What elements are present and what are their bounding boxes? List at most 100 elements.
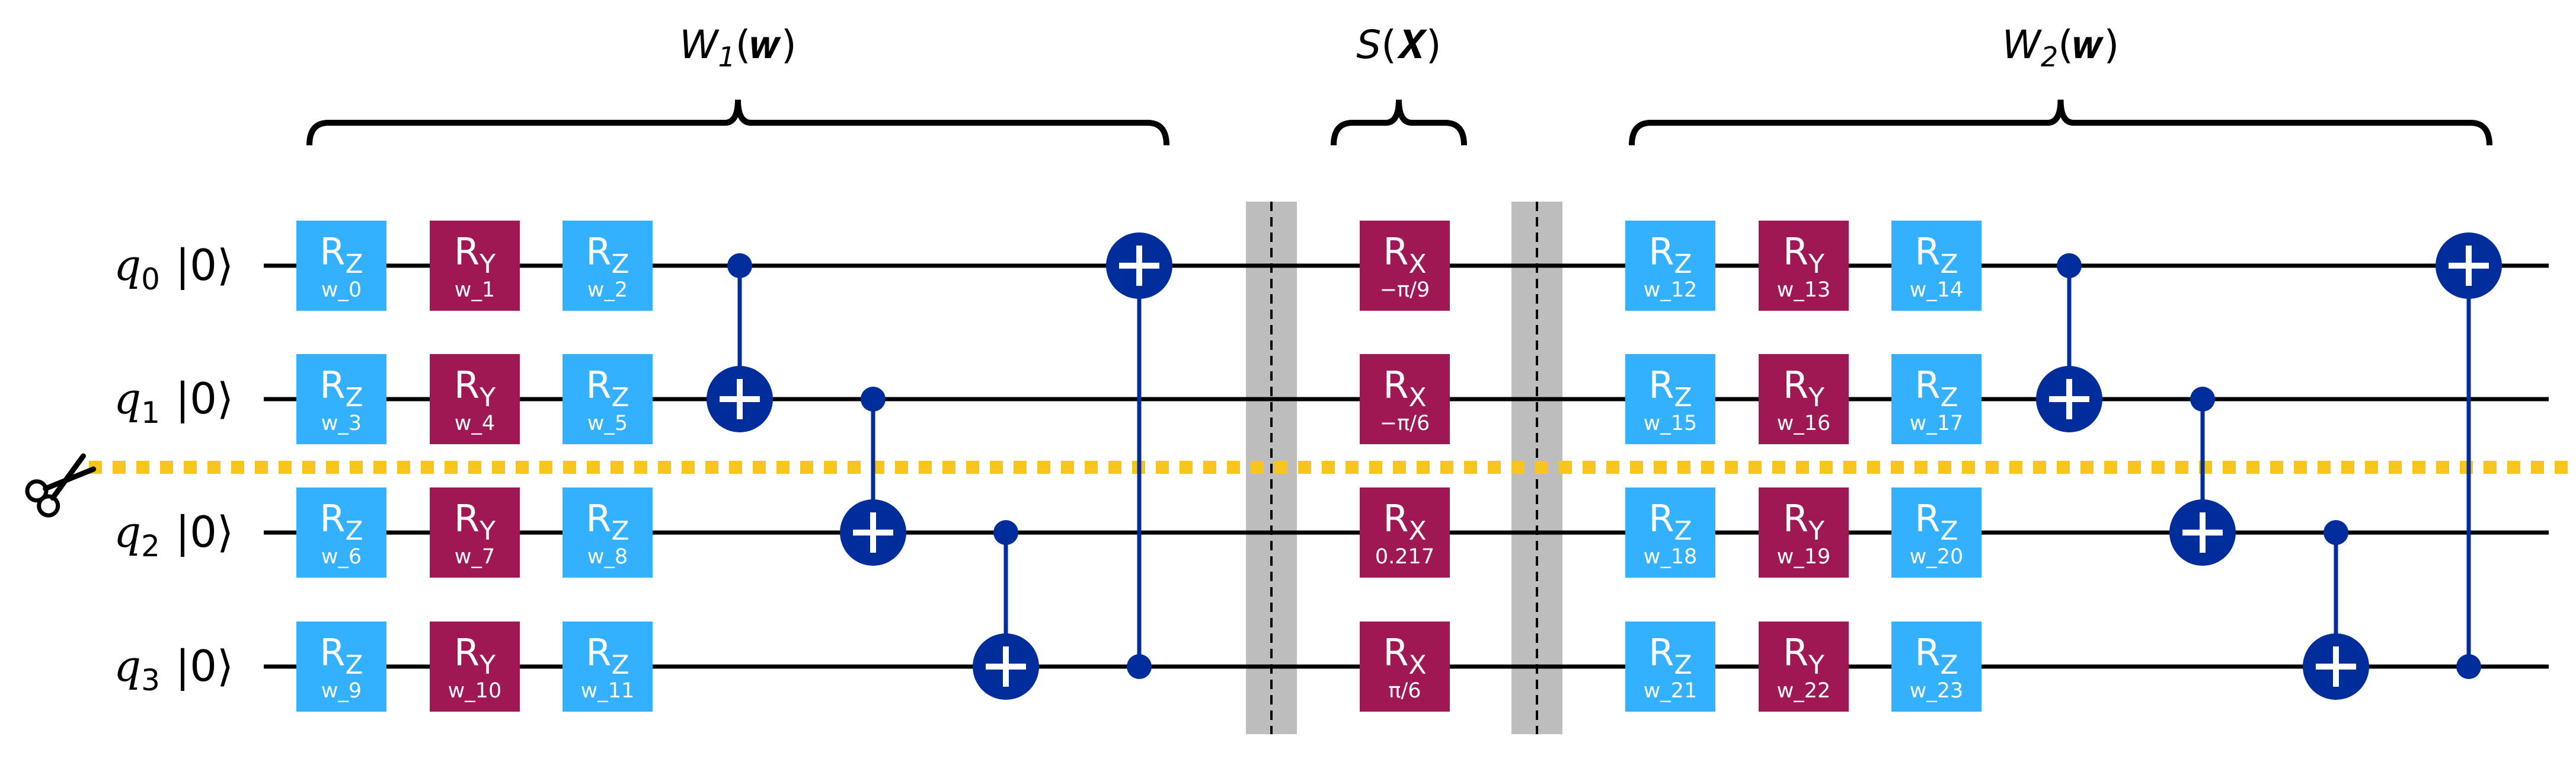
gate-box [296,622,386,712]
scissors-icon [25,453,97,518]
gate-symbol: RZ [319,497,363,546]
gate-box [430,487,520,578]
gate-ry: RYw_7 [430,487,520,578]
gate-symbol: RX [1383,631,1426,680]
gate-box [562,221,653,311]
qubit-label-3: q3|0⟩ [114,641,234,697]
gate-rx: RXπ/6 [1360,622,1450,712]
gate-symbol: RY [454,364,496,413]
gate-param: w_11 [581,679,635,703]
gate-param: w_21 [1644,679,1698,703]
gate-param: w_2 [587,278,628,302]
braces-layer: W1(𝒘) S(𝑿) W2(𝒘) [306,22,2492,146]
gate-ry: RYw_19 [1759,487,1849,578]
gate-symbol: RZ [1648,364,1692,413]
gate-box [1891,487,1981,578]
cnot-target-icon [707,366,773,432]
gate-symbol: RY [454,230,496,279]
gate-symbol: RZ [319,364,363,413]
gate-box [562,354,653,444]
cnot-target-icon [2169,499,2236,566]
gate-box [430,221,520,311]
gate-symbol: RY [1783,497,1824,546]
gate-param: w_4 [455,412,495,435]
gate-symbol: RZ [1915,497,1958,546]
gate-symbol: RY [454,497,496,546]
cnot-gate [1106,232,1172,679]
gate-symbol: RZ [586,631,629,680]
gate-box [296,487,386,578]
gate-box [1759,221,1849,311]
gate-rz: RZw_6 [296,487,386,578]
cnot-target-icon [1106,232,1172,299]
cnot-control-dot [2323,520,2348,545]
cnot-gate [2303,520,2369,700]
gate-param: w_18 [1644,545,1698,569]
gate-rz: RZw_23 [1891,622,1981,712]
gate-box [296,354,386,444]
gate-rz: RZw_9 [296,622,386,712]
cnot-control-dot [1127,654,1152,679]
gate-rz: RZw_18 [1625,487,1715,578]
gate-param: w_22 [1777,679,1831,703]
brace-w1: W1(𝒘) [306,22,1169,146]
barriers-layer [1246,202,1562,734]
gate-symbol: RZ [1648,497,1692,546]
cnot-target-icon [840,499,906,566]
gate-param: w_0 [321,278,362,302]
gate-symbol: RY [1783,230,1824,279]
gate-rz: RZw_2 [562,221,653,311]
cnot-gate [840,387,906,566]
gate-box [562,622,653,712]
cnot-gate [2036,253,2102,432]
gate-box [1360,487,1450,578]
cnot-control-dot [861,387,886,412]
gate-rx: RX−π/9 [1360,221,1450,311]
gate-box [1360,354,1450,444]
gate-ry: RYw_16 [1759,354,1849,444]
gate-box [430,622,520,712]
gate-ry: RYw_22 [1759,622,1849,712]
brace-s: S(𝑿) [1331,22,1467,146]
cnot-target-icon [2036,366,2102,432]
gate-rz: RZw_0 [296,221,386,311]
gate-symbol: RZ [1648,631,1692,680]
gate-box [562,487,653,578]
gate-param: w_8 [587,545,628,569]
gate-rz: RZw_12 [1625,221,1715,311]
gate-box [1625,221,1715,311]
cnot-control-dot [993,520,1018,545]
gate-param: w_12 [1644,278,1698,302]
gate-rz: RZw_20 [1891,487,1981,578]
gate-box [1759,622,1849,712]
gate-box [1891,221,1981,311]
qubit-labels-layer: q0|0⟩q1|0⟩q2|0⟩q3|0⟩ [114,240,234,697]
cnot-control-dot [727,253,752,278]
gate-param: π/6 [1388,679,1421,703]
gate-param: w_23 [1910,679,1964,703]
gate-param: w_9 [321,679,362,703]
cnot-target-icon [2436,232,2502,299]
brace-label: W1(𝒘) [679,22,797,73]
cnot-gate [2169,387,2236,566]
gate-symbol: RZ [319,230,363,279]
gate-rz: RZw_8 [562,487,653,578]
gate-param: −π/6 [1380,412,1430,435]
gate-param: w_15 [1644,412,1698,435]
cnot-control-dot [2057,253,2082,278]
gate-symbol: RZ [319,631,363,680]
gate-box [1625,487,1715,578]
gate-param: w_7 [455,545,495,569]
gate-rz: RZw_14 [1891,221,1981,311]
gate-rz: RZw_21 [1625,622,1715,712]
gate-box [1360,622,1450,712]
gate-rx: RX0.217 [1360,487,1450,578]
gate-symbol: RX [1383,497,1426,546]
brace-w2: W2(𝒘) [1629,22,2492,146]
qubit-label-0: q0|0⟩ [114,240,234,297]
cnot-target-icon [2303,633,2369,700]
cnot-gate [2436,232,2502,679]
cnot-control-dot [2456,654,2481,679]
gate-ry: RYw_10 [430,622,520,712]
